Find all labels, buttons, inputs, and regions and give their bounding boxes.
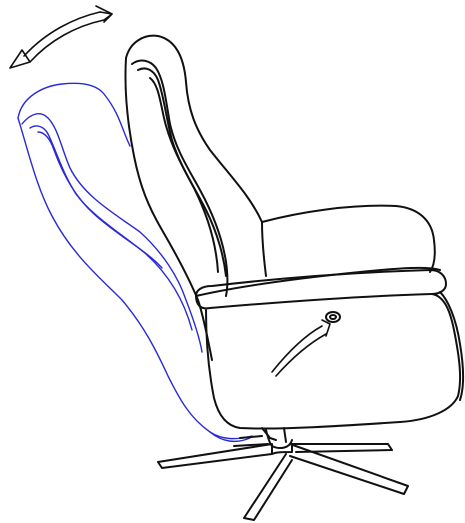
lever-arrow-icon [271, 319, 331, 377]
tilt-arrow-icon [9, 5, 113, 69]
chair-seat [195, 204, 441, 297]
star-base [157, 435, 409, 521]
reclined-backrest-outline [17, 82, 253, 443]
chair-backrest [124, 34, 263, 361]
release-lever-icon [325, 311, 341, 323]
chair-armrest [195, 269, 464, 430]
